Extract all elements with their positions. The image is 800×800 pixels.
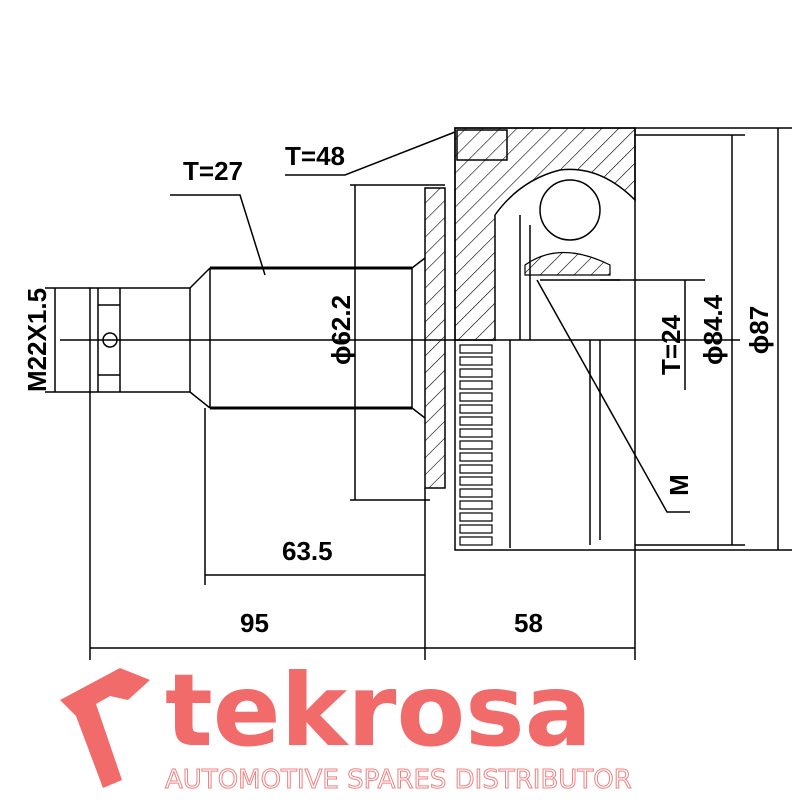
m-label: M	[664, 474, 694, 496]
abs-tooth	[459, 416, 493, 426]
t24-label: T=24	[656, 314, 686, 375]
abs-tooth	[459, 536, 493, 546]
abs-tooth	[459, 512, 493, 522]
abs-tooth	[459, 488, 493, 498]
left-length-label: 95	[240, 608, 269, 638]
t48-label: T=48	[285, 141, 345, 171]
abs-tooth	[459, 440, 493, 450]
housing-length-label: 58	[514, 608, 543, 638]
abs-tooth	[459, 392, 493, 402]
t27-label: T=27	[183, 156, 243, 186]
abs-tooth	[459, 476, 493, 486]
abs-tooth	[459, 452, 493, 462]
abs-tooth	[459, 500, 493, 510]
t27-leader	[170, 194, 266, 276]
m-leader	[536, 279, 690, 513]
inner-diameter-label: ϕ84.4	[698, 294, 728, 365]
shaft-diameter-label: ϕ62.2	[326, 295, 356, 365]
shaft	[209, 257, 426, 419]
watermark-tagline: AUTOMOTIVE SPARES DISTRIBUTOR	[165, 765, 632, 795]
shaft-length-label: 63.5	[282, 536, 333, 566]
outer-diameter-label: ϕ87	[744, 306, 774, 354]
abs-tooth	[459, 356, 493, 366]
watermark-brand: tekrosa	[165, 652, 592, 769]
abs-tooth	[459, 368, 493, 378]
abs-tooth	[459, 524, 493, 534]
abs-tooth	[459, 344, 493, 354]
flange	[350, 184, 446, 489]
abs-ring	[459, 344, 493, 546]
abs-tooth	[459, 404, 493, 414]
watermark-logo: tekrosa AUTOMOTIVE SPARES DISTRIBUTOR	[60, 652, 632, 796]
abs-tooth	[459, 428, 493, 438]
housing	[454, 127, 636, 551]
thread-label: M22X1.5	[22, 288, 52, 392]
abs-tooth	[459, 464, 493, 474]
t48-leader	[285, 131, 456, 176]
threaded-end	[89, 267, 211, 409]
abs-tooth	[459, 380, 493, 390]
